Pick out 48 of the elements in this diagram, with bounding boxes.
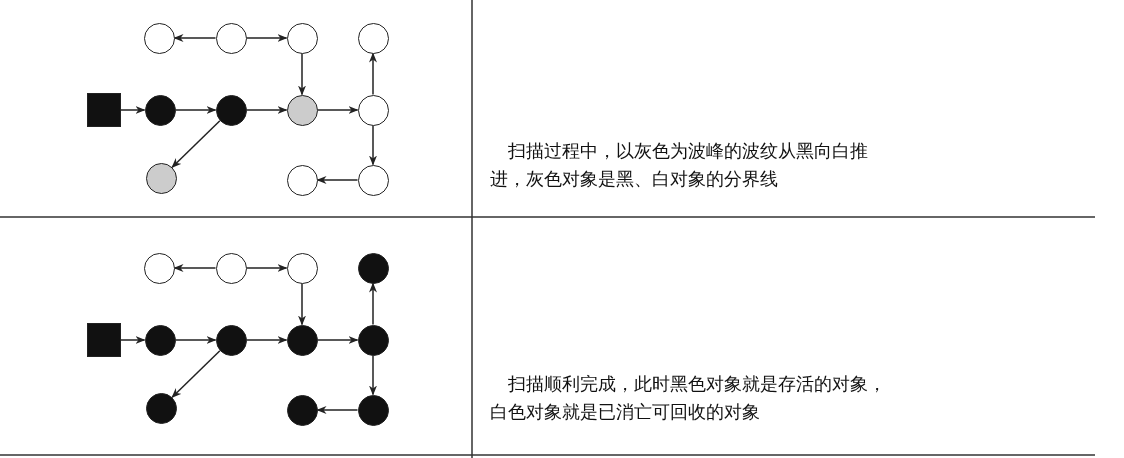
object-circle — [144, 324, 176, 356]
object-circle — [143, 252, 175, 284]
object-circle — [144, 94, 176, 126]
object-circle — [357, 324, 389, 356]
object-circle — [357, 164, 389, 196]
arrow — [369, 52, 377, 96]
object-circle — [357, 252, 389, 284]
object-circle — [286, 324, 318, 356]
object-circle — [145, 162, 177, 194]
arrow — [171, 120, 221, 168]
object-circle — [286, 164, 318, 196]
object-circle — [145, 392, 177, 424]
root-square — [87, 93, 121, 127]
arrow — [369, 282, 377, 326]
description-text: 扫描顺利完成，此时黑色对象就是存活的对象，白色对象就是已消亡可回收的对象 — [490, 372, 887, 424]
object-circle — [215, 252, 247, 284]
object-circle — [357, 394, 389, 426]
root-square — [87, 323, 121, 357]
arrow — [369, 124, 377, 166]
arrow — [298, 52, 306, 96]
arrow — [174, 336, 217, 344]
object-circle — [286, 94, 318, 126]
arrow — [316, 106, 359, 114]
arrow — [171, 350, 221, 398]
object-circle — [357, 94, 389, 126]
object-circle — [286, 22, 318, 54]
arrow — [369, 354, 377, 396]
arrow — [298, 282, 306, 326]
arrow — [245, 264, 288, 272]
arrow — [173, 34, 217, 42]
arrow — [120, 336, 146, 344]
object-circle — [286, 394, 318, 426]
object-circle — [215, 94, 247, 126]
object-circle — [286, 252, 318, 284]
arrow — [245, 336, 288, 344]
arrow — [245, 34, 288, 42]
arrow — [120, 106, 146, 114]
arrow — [173, 264, 217, 272]
object-circle — [143, 22, 175, 54]
object-circle — [215, 22, 247, 54]
object-circle — [357, 22, 389, 54]
arrow — [316, 336, 359, 344]
arrow — [174, 106, 217, 114]
arrow — [316, 406, 359, 414]
arrow — [245, 106, 288, 114]
object-circle — [215, 324, 247, 356]
arrow — [316, 176, 359, 184]
description-text: 扫描过程中，以灰色为波峰的波纹从黑向白推进，灰色对象是黑、白对象的分界线 — [490, 139, 869, 191]
